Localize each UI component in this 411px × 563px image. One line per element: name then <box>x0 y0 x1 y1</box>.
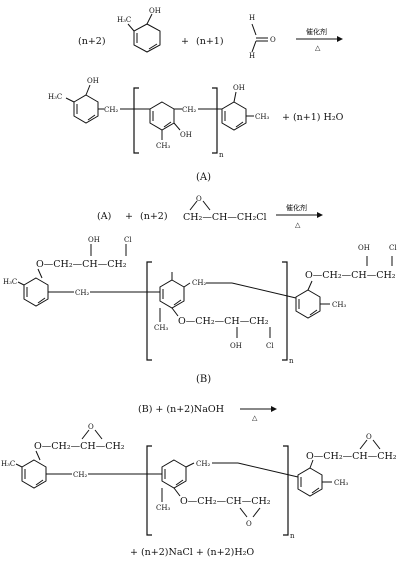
reaction-2: (A) + (n+2) O CH₂—CH—CH₂Cl 催化剂 △ OH Cl O… <box>3 195 397 385</box>
methylene-c-2: CH₂ <box>196 460 210 468</box>
plus-sign-2: + <box>125 211 133 222</box>
right-ring-ch3-epoxy: CH₃ <box>334 479 348 487</box>
formaldehyde-structure: H O H <box>249 14 276 60</box>
product-left-ch3: H₃C <box>48 93 62 101</box>
left-glycidyl-chain: O—CH₂—CH—CH₂ <box>34 441 125 452</box>
methylene-c-1: CH₂ <box>73 471 87 479</box>
epoxide-oxygen: O <box>196 195 202 203</box>
compound-b-label: (B) <box>196 374 211 385</box>
water-byproduct: + (n+1) H₂O <box>282 112 344 123</box>
catalyst-label-2: 催化剂 <box>286 203 307 212</box>
epichlorohydrin-formula: CH₂—CH—CH₂Cl <box>183 212 267 223</box>
cresol-oh-label: OH <box>149 7 161 15</box>
epichlorohydrin-coefficient: (n+2) <box>140 211 168 222</box>
product-right-oh: OH <box>233 84 245 92</box>
reaction-3: (B) + (n+2)NaOH △ O O—CH₂—CH—CH₂ H₃C CH₂ <box>1 404 397 558</box>
methylene-bridge-1: CH₂ <box>104 106 118 114</box>
dehydrochlorination-equation: (B) + (n+2)NaOH <box>138 404 224 415</box>
left-ring-ch3-epoxy: H₃C <box>1 460 15 468</box>
middle-ring-ch3: CH₃ <box>154 324 168 332</box>
right-ring-ch3: CH₃ <box>332 301 346 309</box>
methylene-b-2: CH₂ <box>192 279 206 287</box>
right-epoxide-o: O <box>366 433 372 441</box>
heat-symbol-3: △ <box>252 414 258 422</box>
right-chain-oh: OH <box>358 244 370 252</box>
middle-glycidyl-chain: O—CH₂—CH—CH₂ <box>180 496 271 507</box>
heat-symbol-2: △ <box>295 221 301 229</box>
left-chain-oh: OH <box>88 236 100 244</box>
cresol-coefficient: (n+2) <box>78 36 106 47</box>
right-glycidyl-chain: O—CH₂—CH—CH₂ <box>306 451 397 462</box>
chlorohydrin-ether-structure: OH Cl O—CH₂—CH—CH₂ H₃C CH₂ CH₂ <box>3 236 397 365</box>
middle-chain: O—CH₂—CH—CH₂ <box>178 316 269 327</box>
product-left-oh: OH <box>87 77 99 85</box>
repeat-ch3: CH₃ <box>156 142 170 150</box>
methylene-b-1: CH₂ <box>75 289 89 297</box>
product-right-ch3: CH₃ <box>255 113 269 121</box>
epoxy-resin-structure: O O—CH₂—CH—CH₂ H₃C CH₂ CH₂ CH₃ O—CH₂—CH—… <box>1 423 397 540</box>
reactant-a: (A) <box>97 211 111 222</box>
heat-symbol: △ <box>315 44 321 52</box>
repeat-subscript-n-c: n <box>290 532 295 540</box>
final-byproducts: + (n+2)NaCl + (n+2)H₂O <box>130 547 254 558</box>
repeat-oh: OH <box>180 131 192 139</box>
novolac-product-structure: OH H₃C CH₂ OH CH₃ CH₂ n OH <box>48 77 269 159</box>
cresol-ch3-label: H₃C <box>117 16 131 24</box>
reaction-arrow-2: 催化剂 △ <box>276 203 323 229</box>
repeat-subscript-n: n <box>219 151 224 159</box>
right-chain-cl: Cl <box>389 244 397 252</box>
reaction-1: (n+2) OH H₃C + (n+1) H O H 催化剂 △ <box>48 7 344 183</box>
compound-a-label: (A) <box>196 172 211 183</box>
formaldehyde-h-bottom: H <box>249 52 255 60</box>
middle-chain-cl: Cl <box>266 342 274 350</box>
o-cresol-structure: OH H₃C <box>117 7 161 53</box>
reaction-arrow-1: 催化剂 △ <box>296 27 343 52</box>
methylene-bridge-2: CH₂ <box>182 106 196 114</box>
formaldehyde-coefficient: (n+1) <box>196 36 224 47</box>
plus-sign: + <box>181 36 189 47</box>
middle-ring-ch3-epoxy: CH₃ <box>156 504 170 512</box>
epichlorohydrin-structure: O CH₂—CH—CH₂Cl <box>183 195 267 223</box>
middle-epoxide-o: O <box>246 520 252 528</box>
left-chain-cl: Cl <box>124 236 132 244</box>
left-chain: O—CH₂—CH—CH₂ <box>36 259 127 270</box>
repeat-subscript-n-b: n <box>289 357 294 365</box>
left-epoxide-o: O <box>88 423 94 431</box>
formaldehyde-h-top: H <box>249 14 255 22</box>
left-ring-ch3: H₃C <box>3 278 17 286</box>
middle-chain-oh: OH <box>230 342 242 350</box>
right-chain: O—CH₂—CH—CH₂ <box>305 270 396 281</box>
formaldehyde-o: O <box>270 36 276 44</box>
catalyst-label: 催化剂 <box>306 27 327 36</box>
